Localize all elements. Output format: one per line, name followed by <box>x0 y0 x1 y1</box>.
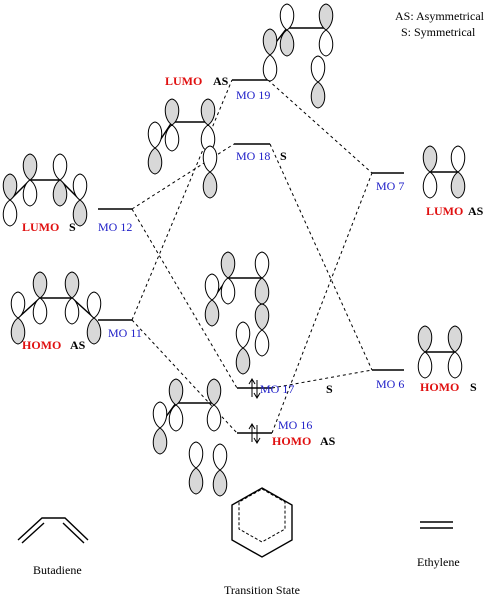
tag-homo-mo6: HOMO <box>420 380 459 394</box>
tag-as-mo16: AS <box>320 434 336 448</box>
tag-lumo-mo12: LUMO <box>22 220 59 234</box>
tag-as-mo19: AS <box>213 74 229 88</box>
label-mo19: MO 19 <box>236 88 270 102</box>
label-mo11: MO 11 <box>108 326 142 340</box>
tag-s-mo12: S <box>69 220 76 234</box>
orbital-ethylene-lumo <box>422 145 466 199</box>
tag-lumo-mo19: LUMO <box>165 74 202 88</box>
tag-homo-mo11: HOMO <box>22 338 61 352</box>
tag-s-mo17: S <box>326 382 333 396</box>
ethylene-structure <box>420 521 453 529</box>
label-mo18: MO 18 <box>236 149 270 163</box>
electron-pair-mo17 <box>248 378 261 399</box>
label-transition-state: Transition State <box>224 583 300 597</box>
label-mo12: MO 12 <box>98 220 132 234</box>
tag-s-mo18: S <box>280 149 287 163</box>
orbital-butadiene-homo <box>10 271 102 345</box>
legend-symmetrical: S: Symmetrical <box>401 25 476 39</box>
label-butadiene: Butadiene <box>33 563 82 577</box>
orbital-ts-mo19 <box>262 3 334 109</box>
electron-pair-mo16 <box>248 423 261 444</box>
tag-lumo-mo7: LUMO <box>426 204 463 218</box>
legend-asymmetrical: AS: Asymmetrical <box>395 9 485 23</box>
orbital-ts-mo16 <box>152 378 228 497</box>
label-mo7: MO 7 <box>376 179 404 193</box>
label-mo6: MO 6 <box>376 377 404 391</box>
tag-as-mo11: AS <box>70 338 86 352</box>
orbital-ts-mo18 <box>147 98 218 199</box>
tag-s-mo6: S <box>470 380 477 394</box>
label-mo16: MO 16 <box>278 418 312 432</box>
orbital-ethylene-homo <box>417 325 463 379</box>
orbital-butadiene-lumo <box>2 153 88 227</box>
label-mo17: MO 17 <box>260 382 294 396</box>
transition-state-structure <box>231 487 293 558</box>
orbital-ts-mo17 <box>204 251 270 375</box>
tag-as-mo7: AS <box>468 204 484 218</box>
label-ethylene: Ethylene <box>417 555 460 569</box>
butadiene-structure <box>17 517 89 544</box>
tag-homo-mo16: HOMO <box>272 434 311 448</box>
